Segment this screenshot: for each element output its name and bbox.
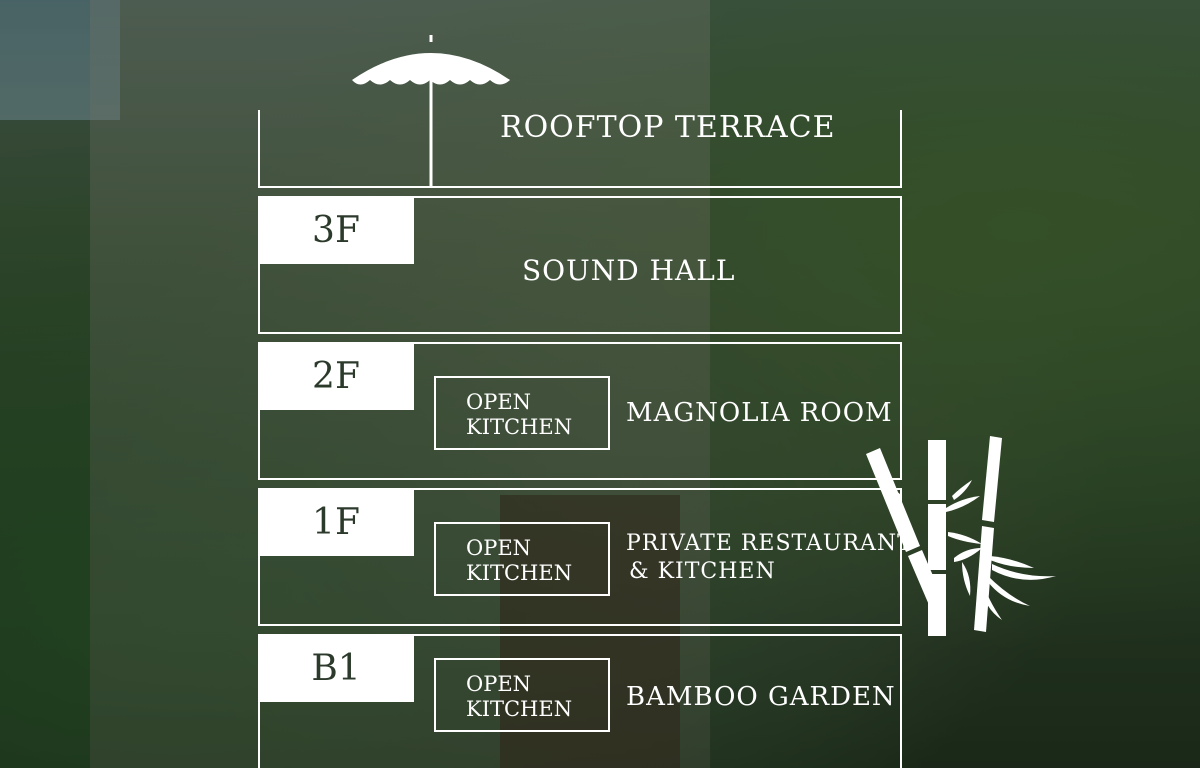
open-kitchen-badge-2f: OPEN KITCHEN [434,376,610,450]
floor-title-1f-line-1: PRIVATE RESTAURANT [626,531,913,556]
kitchen-line-1: OPEN [466,536,532,560]
rooftop-frame [258,110,902,188]
kitchen-line-1: OPEN [466,390,532,414]
floor-title-2f: MAGNOLIA ROOM [626,398,893,428]
kitchen-line-1: OPEN [466,672,532,696]
floor-label-3f: 3F [258,196,414,264]
floor-title-3f: SOUND HALL [522,254,736,287]
umbrella-icon [352,35,510,186]
background-sky [0,0,120,120]
floor-title-1f: PRIVATE RESTAURANT & KITCHEN [626,530,913,586]
floor-title-b1: BAMBOO GARDEN [626,682,896,712]
background-entrance [500,495,680,768]
kitchen-line-2: KITCHEN [466,561,573,585]
floor-b1[interactable]: B1 OPEN KITCHEN BAMBOO GARDEN [258,634,902,774]
floor-label-2f: 2F [258,342,414,410]
rooftop-title: ROOFTOP TERRACE [500,110,836,145]
kitchen-line-2: KITCHEN [466,415,573,439]
floor-3f[interactable]: 3F SOUND HALL [258,196,902,334]
floor-2f[interactable]: 2F OPEN KITCHEN MAGNOLIA ROOM [258,342,902,480]
kitchen-line-2: KITCHEN [466,697,573,721]
open-kitchen-badge-b1: OPEN KITCHEN [434,658,610,732]
floor-label-b1: B1 [258,634,414,702]
floor-title-1f-line-2: & KITCHEN [629,559,776,584]
open-kitchen-badge-1f: OPEN KITCHEN [434,522,610,596]
bamboo-icon [866,436,1056,636]
floor-label-1f: 1F [258,488,414,556]
floor-1f[interactable]: 1F OPEN KITCHEN PRIVATE RESTAURANT & KIT… [258,488,912,626]
